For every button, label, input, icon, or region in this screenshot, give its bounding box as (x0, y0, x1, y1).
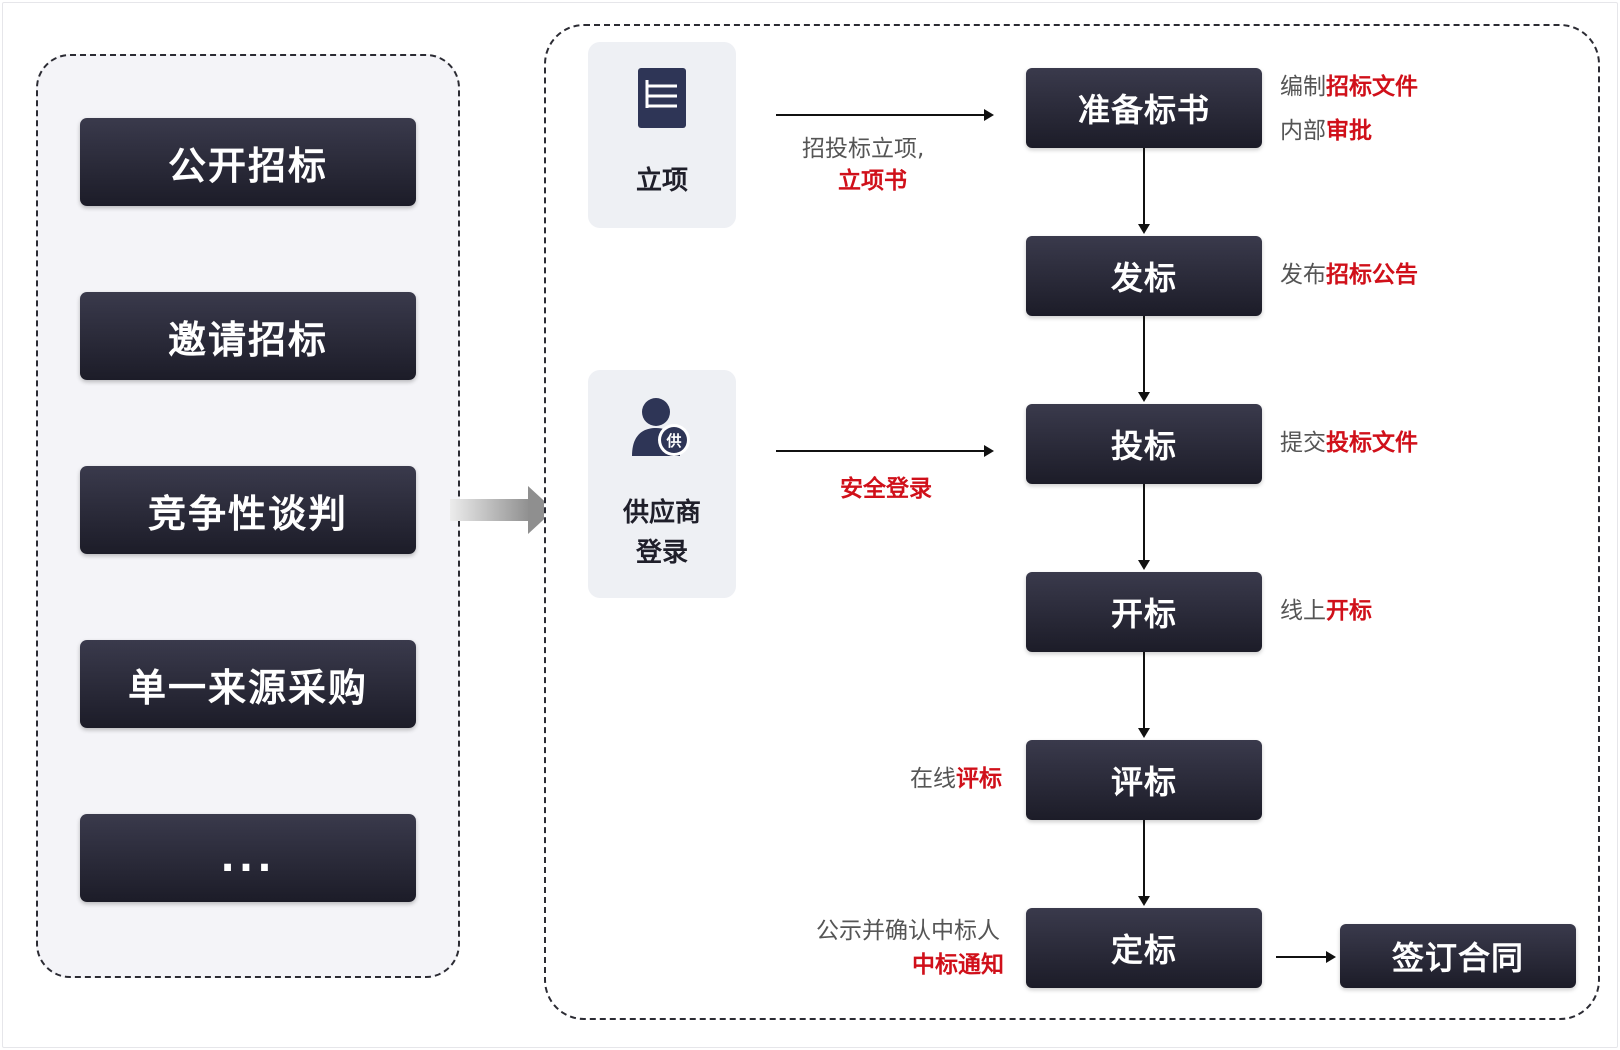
note-prepare-1: 编制招标文件 (1280, 74, 1418, 100)
supplier-badge-text: 供 (665, 432, 681, 450)
step-issue-tender: 发标 (1026, 236, 1262, 316)
project-card: 立项 (588, 42, 736, 228)
connector-3-head (1138, 560, 1150, 570)
step-evaluate-bid: 评标 (1026, 740, 1262, 820)
supplier-arrow-head (984, 445, 994, 457)
document-list-icon (638, 68, 686, 128)
project-arrow-label-1: 招投标立项, (802, 136, 925, 162)
step-open-bid: 开标 (1026, 572, 1262, 652)
contract-arrow-line (1276, 956, 1328, 958)
supplier-arrow-label: 安全登录 (840, 476, 932, 502)
supplier-card-label-line2: 登录 (635, 538, 688, 568)
connector-4-head (1138, 728, 1150, 738)
connector-1-head (1138, 224, 1150, 234)
supplier-card-label-line1: 供应商 (622, 498, 701, 528)
connector-2-head (1138, 392, 1150, 402)
note-open: 线上开标 (1280, 598, 1372, 624)
note-award-1: 公示并确认中标人 (816, 918, 1000, 944)
note-evaluate: 在线评标 (910, 766, 1002, 792)
method-competitive-negotiation: 竞争性谈判 (80, 466, 416, 554)
connector-5-head (1138, 896, 1150, 906)
note-award-2: 中标通知 (912, 952, 1004, 978)
method-public-tender: 公开招标 (80, 118, 416, 206)
note-prepare-2: 内部审批 (1280, 118, 1372, 144)
connector-2 (1143, 316, 1145, 394)
step-submit-bid: 投标 (1026, 404, 1262, 484)
method-single-source: 单一来源采购 (80, 640, 416, 728)
connector-3 (1143, 484, 1145, 562)
method-invited-tender: 邀请招标 (80, 292, 416, 380)
note-bid: 提交投标文件 (1280, 430, 1418, 456)
project-arrow-label-2: 立项书 (838, 168, 907, 194)
project-card-label: 立项 (635, 166, 688, 196)
connector-5 (1143, 820, 1145, 898)
transition-arrow (450, 499, 530, 521)
project-arrow-line (776, 114, 986, 116)
project-arrow-head (984, 109, 994, 121)
note-issue: 发布招标公告 (1280, 262, 1418, 288)
supplier-card: 供 供应商 登录 (588, 370, 736, 598)
supplier-user-icon: 供 (632, 398, 690, 456)
connector-1 (1143, 148, 1145, 226)
supplier-arrow-line (776, 450, 986, 452)
method-more: ... (80, 814, 416, 902)
step-prepare-bid: 准备标书 (1026, 68, 1262, 148)
step-sign-contract: 签订合同 (1340, 924, 1576, 988)
contract-arrow-head (1326, 951, 1336, 963)
connector-4 (1143, 652, 1145, 730)
step-award-bid: 定标 (1026, 908, 1262, 988)
